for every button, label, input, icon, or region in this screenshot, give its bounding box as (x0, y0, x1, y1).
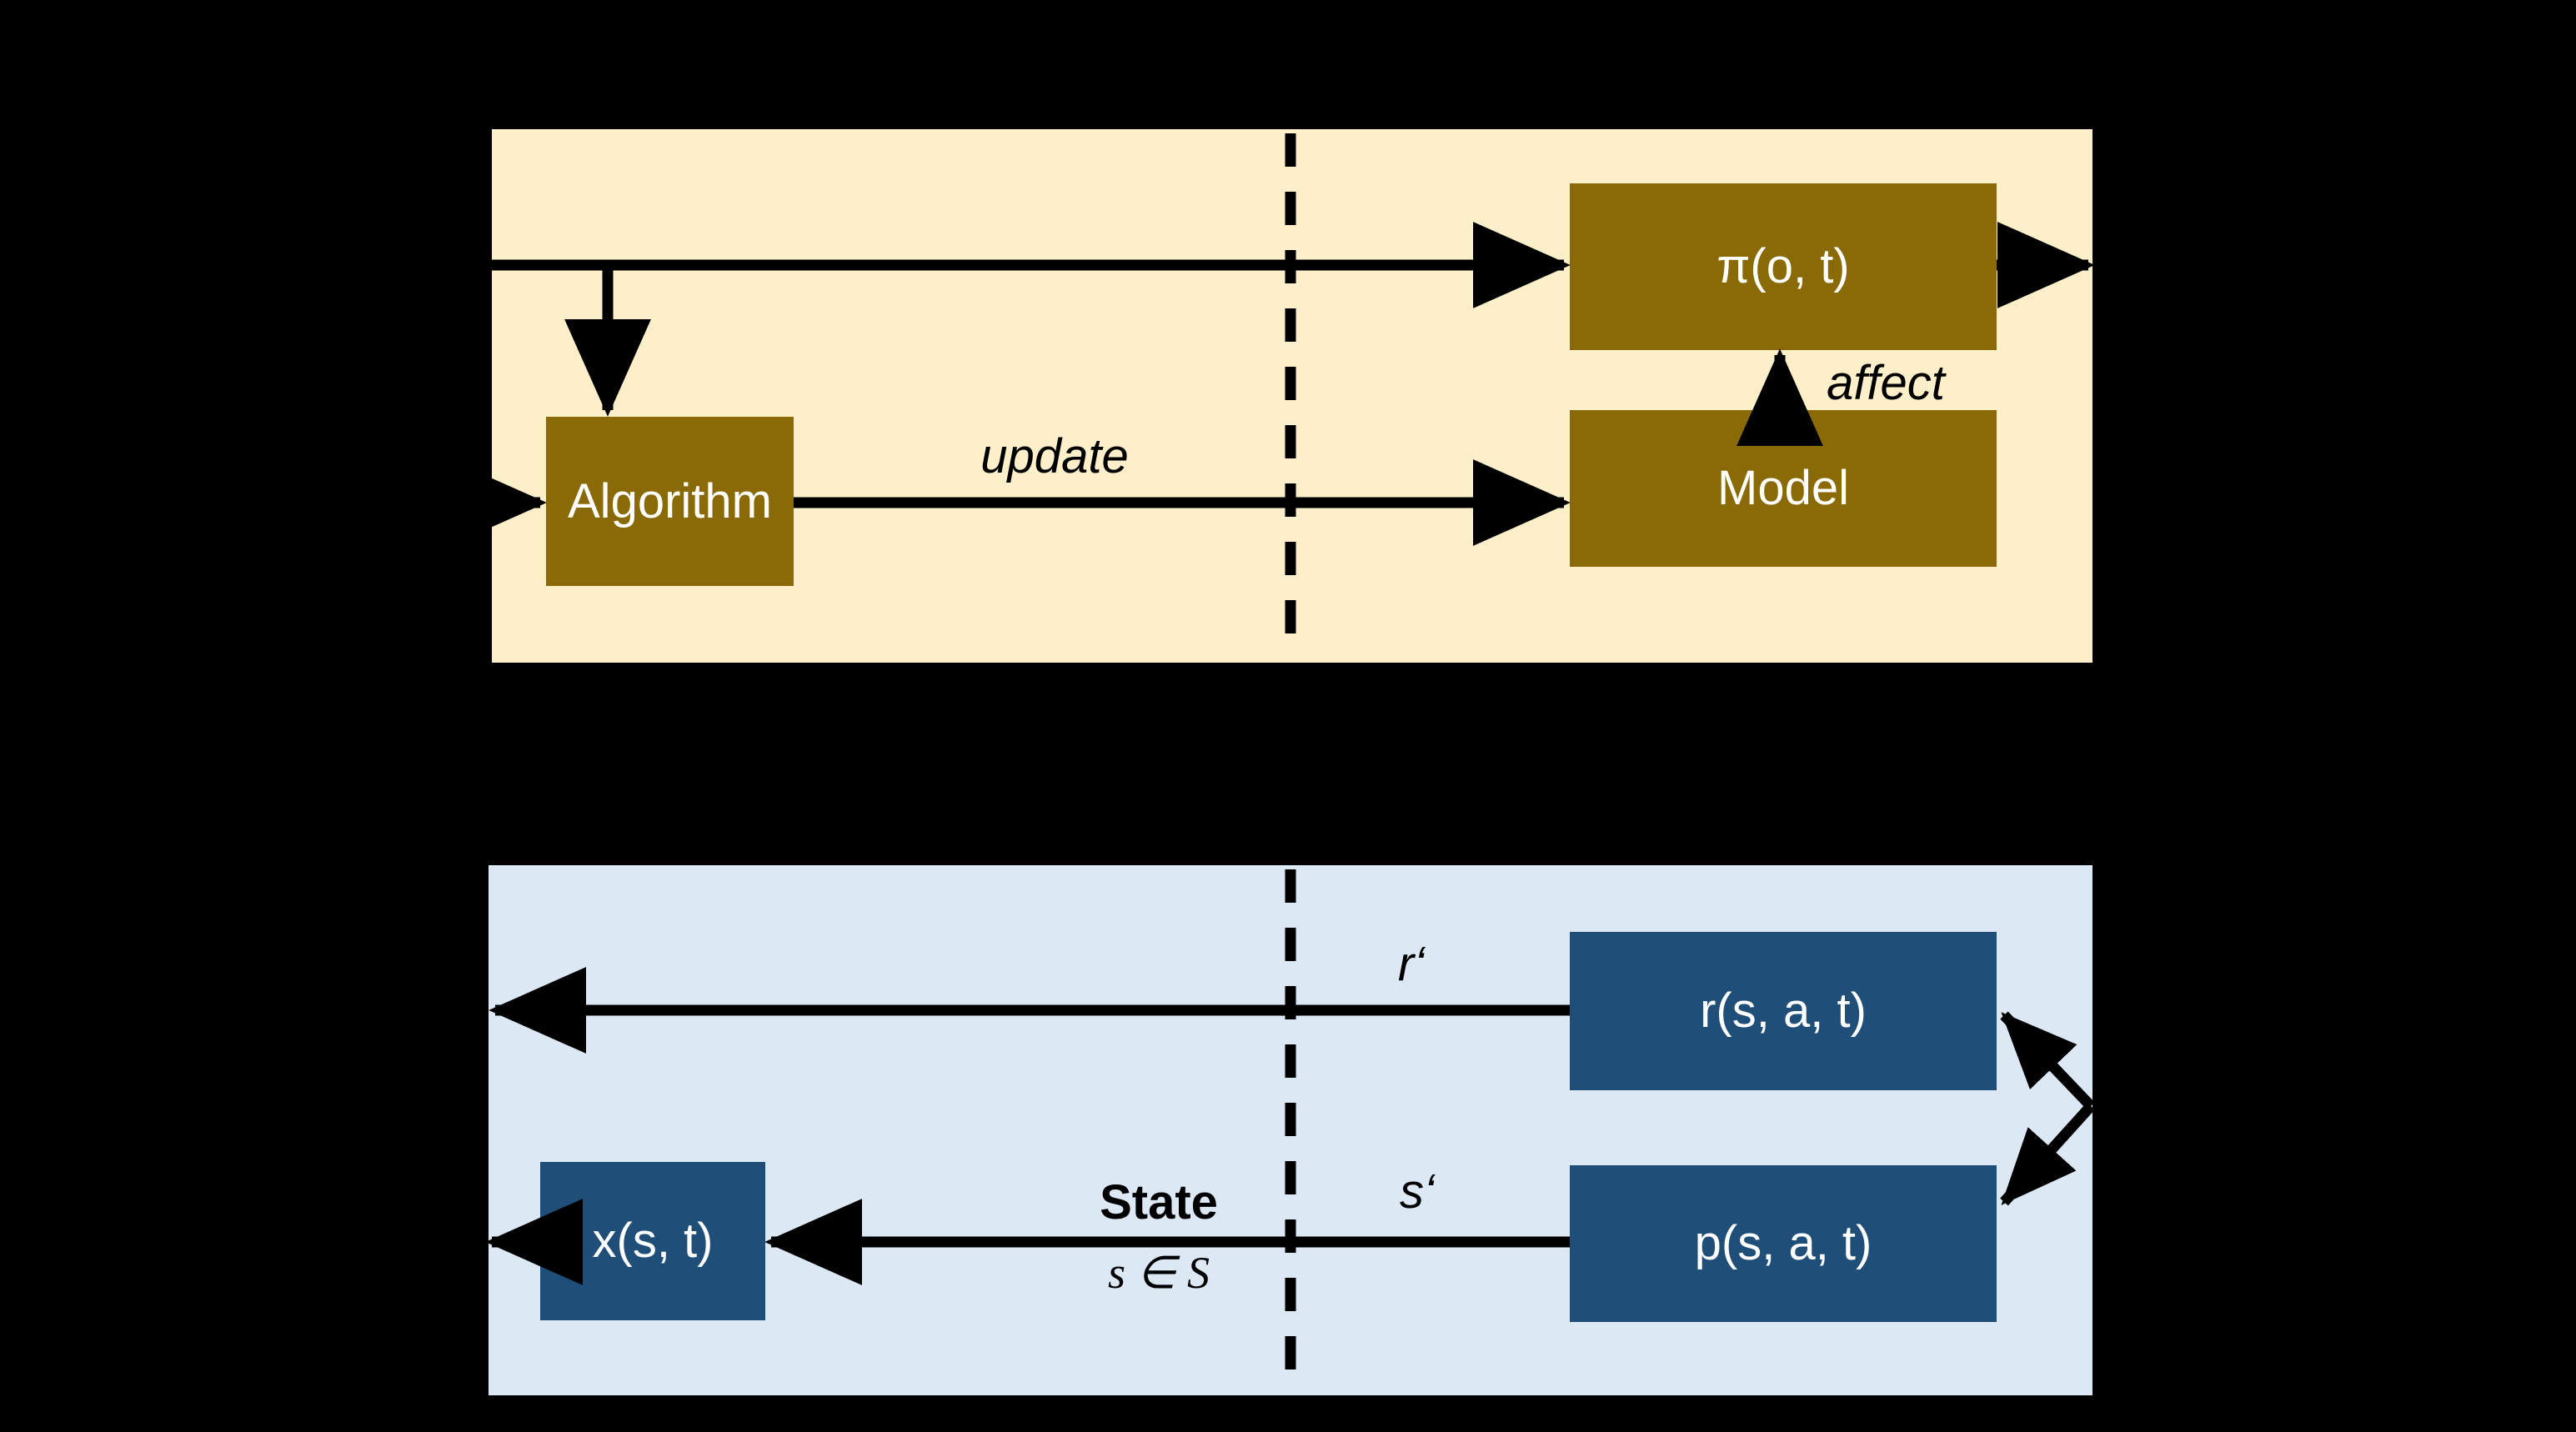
node-reward-function[interactable]: r(s, a, t) (1570, 932, 1997, 1090)
node-policy[interactable]: π(o, t) (1570, 183, 1997, 350)
node-observation-label: x(s, t) (592, 1214, 714, 1268)
node-transition-function[interactable]: p(s, a, t) (1570, 1165, 1997, 1322)
node-observation-function[interactable]: x(s, t) (540, 1162, 765, 1320)
action-to-reward-arrow (2000, 1011, 2095, 1110)
node-algorithm[interactable]: Algorithm (546, 417, 794, 586)
action-to-transition-arrow (2000, 1102, 2095, 1206)
reward-prime-edge-label: r‘ (1397, 937, 1426, 991)
affect-edge-label: affect (1827, 356, 1945, 410)
state-edge-label: State (1100, 1175, 1218, 1229)
node-model-label: Model (1717, 461, 1849, 515)
node-algorithm-label: Algorithm (568, 473, 772, 528)
node-reward-label: r(s, a, t) (1700, 984, 1867, 1038)
node-policy-label: π(o, t) (1716, 239, 1850, 293)
state-prime-edge-label: s‘ (1400, 1164, 1435, 1219)
state-set-edge-label: s ∈ S (1107, 1248, 1210, 1298)
update-edge-label: update (980, 429, 1129, 483)
node-transition-label: p(s, a, t) (1694, 1216, 1872, 1270)
